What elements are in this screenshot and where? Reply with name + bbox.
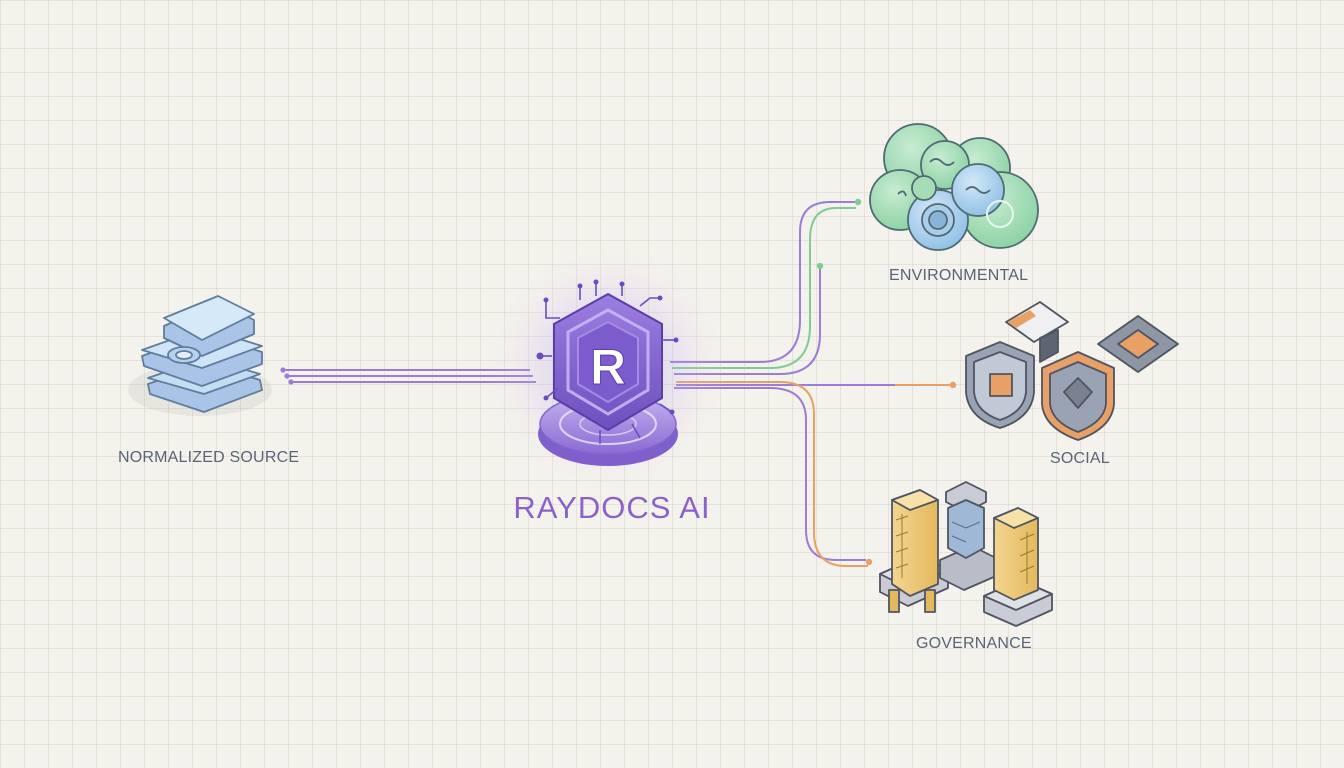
buildings-icon (879, 481, 1053, 627)
source-label: NORMALIZED SOURCE (118, 449, 300, 466)
governance-label: GOVERNANCE (916, 635, 1032, 652)
hub-title: RAYDOCS AI (513, 490, 711, 525)
bubbles-icon (869, 123, 1039, 251)
social-label: SOCIAL (1050, 450, 1110, 467)
governance-connector (674, 381, 873, 567)
environmental-label: ENVIRONMENTAL (889, 267, 1029, 284)
shields-icon (965, 301, 1179, 441)
hub-monogram: R (590, 339, 626, 395)
database-stack-icon (128, 295, 272, 416)
environmental-connector (670, 198, 862, 375)
hexagon-chip-icon: R (488, 248, 728, 488)
